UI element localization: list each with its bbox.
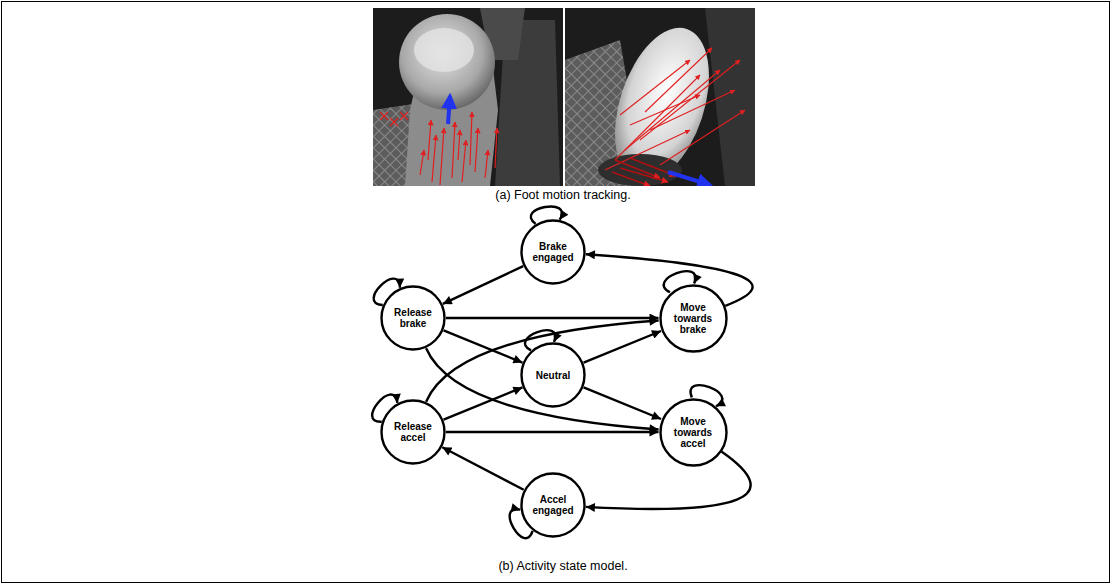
transition-arrow — [444, 330, 523, 362]
transition-arrow — [443, 266, 523, 304]
circle-outline — [522, 344, 585, 407]
transition-arrow — [584, 331, 661, 363]
state-circle: Neutral — [520, 342, 586, 408]
state-name: Neutral — [536, 370, 570, 381]
state-circle: Brake engaged — [520, 219, 586, 285]
state-circle: Move towards brake — [659, 284, 728, 353]
state-name: Release brake — [389, 307, 437, 329]
state-name: Release accel — [389, 421, 437, 443]
state-name: Move towards brake — [669, 302, 717, 335]
state-name: Accel engaged — [529, 494, 577, 516]
circle-outline — [522, 221, 585, 284]
transition-arrow — [446, 431, 659, 433]
state-name: Move towards accel — [669, 416, 717, 449]
circle-outline — [382, 401, 445, 464]
transition-arrow — [584, 387, 661, 419]
circle-outline — [522, 474, 585, 537]
state-circle: Release accel — [380, 399, 446, 465]
transition-arrow — [444, 387, 523, 419]
state-circle: Move towards accel — [659, 398, 728, 467]
circle-outline — [382, 287, 445, 350]
circle-outline — [660, 285, 726, 351]
state-circle: Accel engaged — [520, 472, 586, 538]
transition-arrow — [586, 452, 751, 509]
transition-arrow — [446, 317, 659, 319]
subfigure-caption: (a) Foot motion tracking. — [495, 188, 630, 202]
circle-outline — [660, 399, 726, 465]
subfigure-caption: (b) Activity state model. — [498, 559, 627, 573]
state-circle: Release brake — [380, 285, 446, 351]
transition-arrow — [442, 447, 523, 489]
state-name: Brake engaged — [529, 241, 577, 263]
